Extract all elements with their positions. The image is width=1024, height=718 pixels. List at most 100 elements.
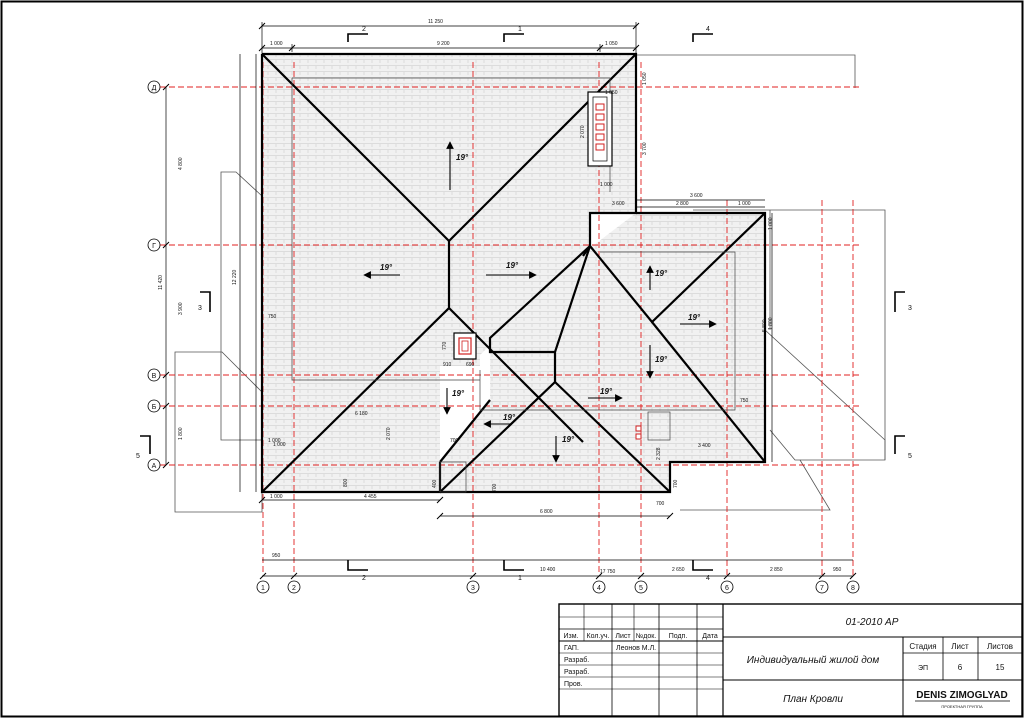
sheets-value: 15 xyxy=(996,663,1005,672)
role-cell: Разраб. xyxy=(564,668,589,676)
dim-misc: 750 xyxy=(740,398,749,404)
dim-bottom-part: 950 xyxy=(272,553,281,559)
dim-misc: 1 800 xyxy=(768,317,774,330)
slope-label: 19° xyxy=(688,313,701,322)
company-name: DENIS ZIMOGLYAD xyxy=(916,690,1008,701)
dim-top-part: 1 050 xyxy=(605,41,618,47)
stage-value: ЭП xyxy=(918,665,928,672)
chimney-small xyxy=(453,332,477,360)
roof-outline xyxy=(260,52,767,494)
axis-label: 2 xyxy=(292,585,296,592)
axis-bubble: 5 xyxy=(634,580,648,594)
slope-label: 19° xyxy=(452,389,465,398)
axis-label: 5 xyxy=(639,585,643,592)
header-cell: Дата xyxy=(702,633,718,640)
dim-top-part: 1 000 xyxy=(270,41,283,47)
section-number: 2 xyxy=(362,26,366,33)
dim-left-inner: 12 220 xyxy=(232,269,238,285)
slope-label: 19° xyxy=(600,387,613,396)
section-number: 1 xyxy=(518,575,522,582)
sheet-title: План Кровли xyxy=(783,694,843,705)
vent-pipes xyxy=(635,425,642,440)
section-number: 3 xyxy=(908,305,912,312)
company-subtitle: ПРОЕКТНАЯ ГРУППА xyxy=(941,704,983,709)
dim-left: 4 800 xyxy=(178,157,184,170)
stage-label: Стадия xyxy=(909,642,936,651)
dim-misc: 700 xyxy=(492,483,498,492)
dim-misc: 2 070 xyxy=(386,427,392,440)
axis-label: А xyxy=(152,463,157,470)
dim-misc: 2 070 xyxy=(580,125,586,138)
dim-wing: 2 800 xyxy=(676,201,689,207)
sheet-label: Лист xyxy=(951,642,969,651)
dim-misc: 690 xyxy=(466,362,475,368)
dim-misc: 3 400 xyxy=(698,443,711,449)
axis-bubble: 4 xyxy=(592,580,606,594)
section-number: 1 xyxy=(518,26,522,33)
axis-label: Г xyxy=(152,243,156,250)
section-number: 2 xyxy=(362,575,366,582)
chimney-large xyxy=(587,91,613,167)
slope-label: 19° xyxy=(655,269,668,278)
dim-misc: 3 600 xyxy=(612,201,625,207)
slope-label: 19° xyxy=(655,355,668,364)
axis-label: 4 xyxy=(597,585,601,592)
dim-misc: 700 xyxy=(673,479,679,488)
sheets-label: Листов xyxy=(987,642,1013,651)
axis-bubble: 7 xyxy=(815,580,829,594)
section-number: 5 xyxy=(136,453,140,460)
dim-bottom-part: 2 850 xyxy=(770,567,783,573)
section-labels: 1 2 4 2 1 4 3 3 5 5 xyxy=(136,26,912,582)
row-axes: Д Г В Б А xyxy=(147,80,161,472)
slope-label: 19° xyxy=(456,153,469,162)
axis-bubble: А xyxy=(147,458,161,472)
dim-bottom-part: 2 650 xyxy=(672,567,685,573)
role-cell: Разраб. xyxy=(564,656,589,664)
slope-label: 19° xyxy=(503,413,516,422)
sheet-value: 6 xyxy=(958,663,963,672)
section-number: 5 xyxy=(908,453,912,460)
role-cell: ГАП. xyxy=(564,645,579,652)
section-number: 4 xyxy=(706,26,710,33)
axis-label: В xyxy=(152,373,157,380)
dim-misc: 700 xyxy=(656,501,665,507)
header-cell: Подп. xyxy=(669,633,688,640)
header-cell: Кол.уч. xyxy=(587,633,610,640)
axis-bubble: 2 xyxy=(287,580,301,594)
dimension-lines xyxy=(165,22,853,577)
axis-bubble: В xyxy=(147,368,161,382)
dim-misc: 1 050 xyxy=(642,72,648,85)
dim-bottom-part: 950 xyxy=(833,567,842,573)
column-axes: 1 2 3 4 5 6 7 8 xyxy=(256,580,860,594)
axis-label: 6 xyxy=(725,585,729,592)
header-cell: Изм. xyxy=(564,633,579,640)
axis-bubble: 1 xyxy=(256,580,270,594)
axis-bubble: 8 xyxy=(846,580,860,594)
dim-misc: 400 xyxy=(432,479,438,488)
section-number: 4 xyxy=(706,575,710,582)
title-block-text: 01-2010 АР Изм. Кол.уч. Лист №док. Подп.… xyxy=(564,617,1014,709)
dim-misc: 700 xyxy=(450,438,459,444)
header-cell: №док. xyxy=(636,633,657,640)
section-markers xyxy=(140,33,905,571)
axis-label: 1 xyxy=(261,585,265,592)
dim-overall-bottom: 17 750 xyxy=(600,569,616,575)
dim-misc: 1 000 xyxy=(273,442,286,448)
dim-bottom-left: 4 455 xyxy=(364,494,377,500)
dim-bottom-left: 1 000 xyxy=(270,494,283,500)
dim-misc: 1 050 xyxy=(605,90,618,96)
dim-misc: 750 xyxy=(268,314,277,320)
axis-bubble: 6 xyxy=(720,580,734,594)
dim-bottom-part: 10 400 xyxy=(540,567,556,573)
dim-misc: 1 000 xyxy=(600,182,613,188)
dim-misc: 910 xyxy=(443,362,452,368)
dim-left: 1 800 xyxy=(178,427,184,440)
dim-misc: 1 000 xyxy=(768,217,774,230)
slope-arrows xyxy=(363,141,717,463)
dimension-ticks xyxy=(162,22,857,580)
axis-label: Б xyxy=(152,404,157,411)
header-cell: Лист xyxy=(615,633,631,640)
axis-label: 8 xyxy=(851,585,855,592)
